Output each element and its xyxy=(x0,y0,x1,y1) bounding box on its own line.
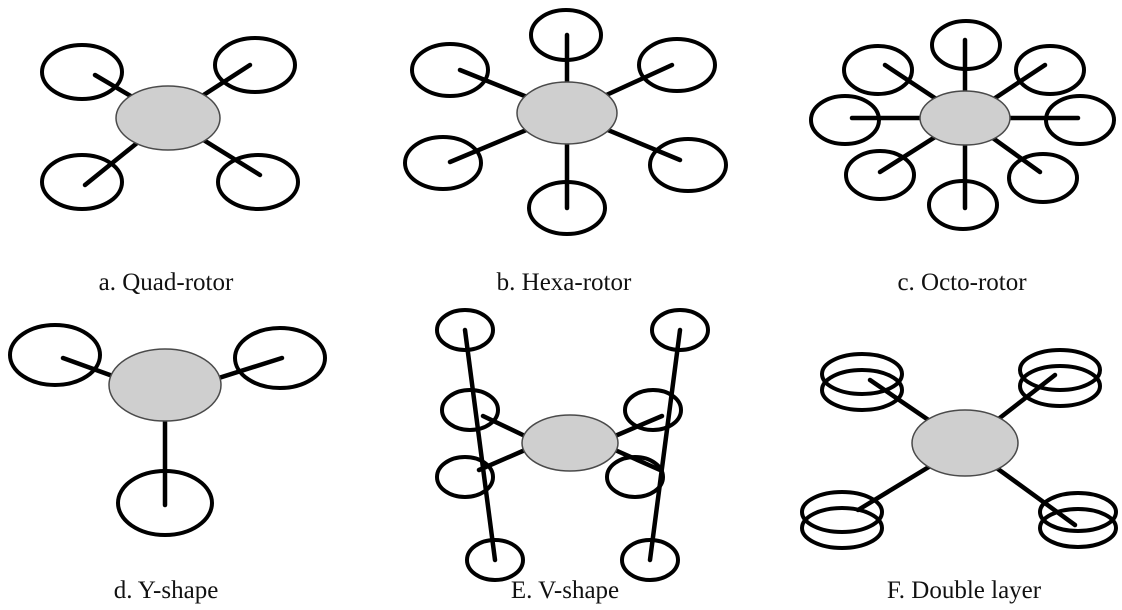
rotor xyxy=(844,149,916,201)
central-body xyxy=(521,414,619,472)
rotor xyxy=(435,308,495,352)
rotor xyxy=(40,153,124,211)
rotor-lower xyxy=(1038,507,1118,549)
double-layer-diagram xyxy=(800,348,1118,550)
rotor xyxy=(527,180,607,236)
octo-rotor-diagram xyxy=(809,19,1116,231)
rotor-upper xyxy=(820,352,904,396)
rotor xyxy=(1044,94,1116,146)
rotor-upper xyxy=(800,490,884,534)
hexa-rotor-diagram xyxy=(403,8,728,236)
central-body xyxy=(516,81,618,145)
caption-v-shape: E. V-shape xyxy=(511,577,619,604)
rotor xyxy=(623,388,683,432)
rotor xyxy=(529,8,603,62)
central-body xyxy=(911,409,1019,477)
rotor xyxy=(440,388,500,432)
rotor xyxy=(927,179,999,231)
central-body xyxy=(108,348,222,422)
rotor xyxy=(842,44,914,96)
rotor xyxy=(216,153,300,211)
rotor xyxy=(648,137,728,193)
rotor xyxy=(650,308,710,352)
rotor xyxy=(620,538,680,582)
rotor-lower xyxy=(800,506,884,550)
caption-y-shape: d. Y-shape xyxy=(114,577,219,604)
caption-octo-rotor: c. Octo-rotor xyxy=(897,269,1027,296)
rotor xyxy=(465,538,525,582)
caption-quad-rotor: a. Quad-rotor xyxy=(99,269,234,296)
rotor xyxy=(40,43,124,101)
rotor xyxy=(1014,44,1086,96)
rotor xyxy=(435,455,495,499)
rotor-lower xyxy=(820,368,904,412)
rotor-upper xyxy=(1038,491,1118,533)
rotor xyxy=(403,135,483,191)
rotor xyxy=(930,19,1002,71)
caption-hexa-rotor: b. Hexa-rotor xyxy=(497,269,632,296)
rotor xyxy=(410,42,490,98)
rotor xyxy=(213,36,297,94)
v-shape-diagram xyxy=(435,308,710,582)
rotor xyxy=(637,37,717,93)
central-body xyxy=(115,85,221,151)
rotor-upper xyxy=(1018,348,1102,392)
y-shape-diagram xyxy=(8,323,327,537)
rotor xyxy=(233,326,327,390)
rotor xyxy=(1007,152,1079,204)
rotor xyxy=(8,323,102,387)
rotor xyxy=(116,469,214,537)
rotor xyxy=(809,94,881,146)
rotor-lower xyxy=(1018,364,1102,408)
caption-double-layer: F. Double layer xyxy=(887,577,1042,604)
rotor xyxy=(605,455,665,499)
quad-rotor-diagram xyxy=(40,36,300,211)
central-body xyxy=(919,90,1011,146)
